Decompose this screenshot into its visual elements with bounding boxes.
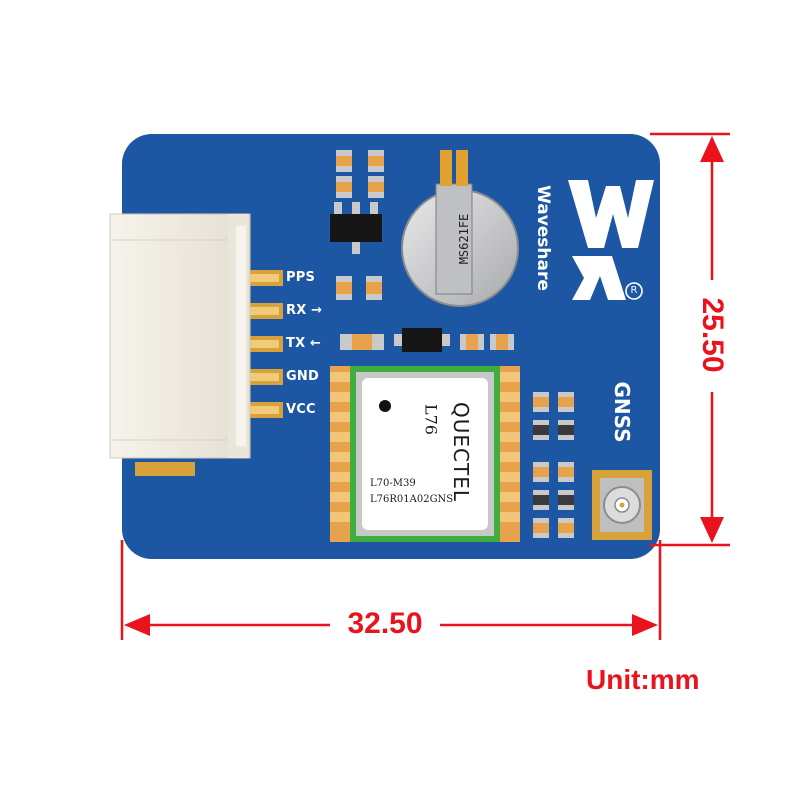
tx-arrow-icon: ← bbox=[310, 336, 322, 351]
dimension-lines bbox=[120, 132, 730, 640]
gnss-label: GNSS bbox=[610, 381, 634, 443]
coin-battery bbox=[401, 150, 519, 307]
brand-name: Waveshare bbox=[533, 185, 553, 291]
pin-header-connector bbox=[109, 213, 251, 459]
pin-label-tx: TX ← bbox=[286, 336, 322, 351]
waveshare-logo bbox=[568, 180, 654, 300]
gps-line2: L76R01A02GNS bbox=[370, 494, 454, 505]
gps-module bbox=[330, 366, 520, 542]
smd-components bbox=[330, 150, 574, 538]
registered-mark-circle bbox=[625, 282, 643, 300]
gps-model: L76 bbox=[421, 404, 441, 435]
pin-label-rx: RX → bbox=[286, 303, 323, 318]
registered-mark: R bbox=[630, 285, 638, 296]
pin-label-vcc: VCC bbox=[286, 402, 316, 417]
pin1-marker bbox=[379, 400, 391, 412]
height-dimension: 25.50 bbox=[696, 297, 729, 373]
pcb-board bbox=[122, 134, 660, 559]
rx-arrow-icon: → bbox=[311, 303, 323, 318]
battery-label: MS621FE bbox=[457, 213, 471, 265]
gps-line1: L70-M39 bbox=[370, 478, 416, 489]
antenna-connector bbox=[592, 470, 652, 540]
pin-label-gnd: GND bbox=[286, 369, 319, 384]
width-dimension: 32.50 bbox=[347, 607, 423, 640]
unit-label: Unit:mm bbox=[586, 664, 700, 695]
pin-label-pps: PPS bbox=[286, 270, 316, 285]
